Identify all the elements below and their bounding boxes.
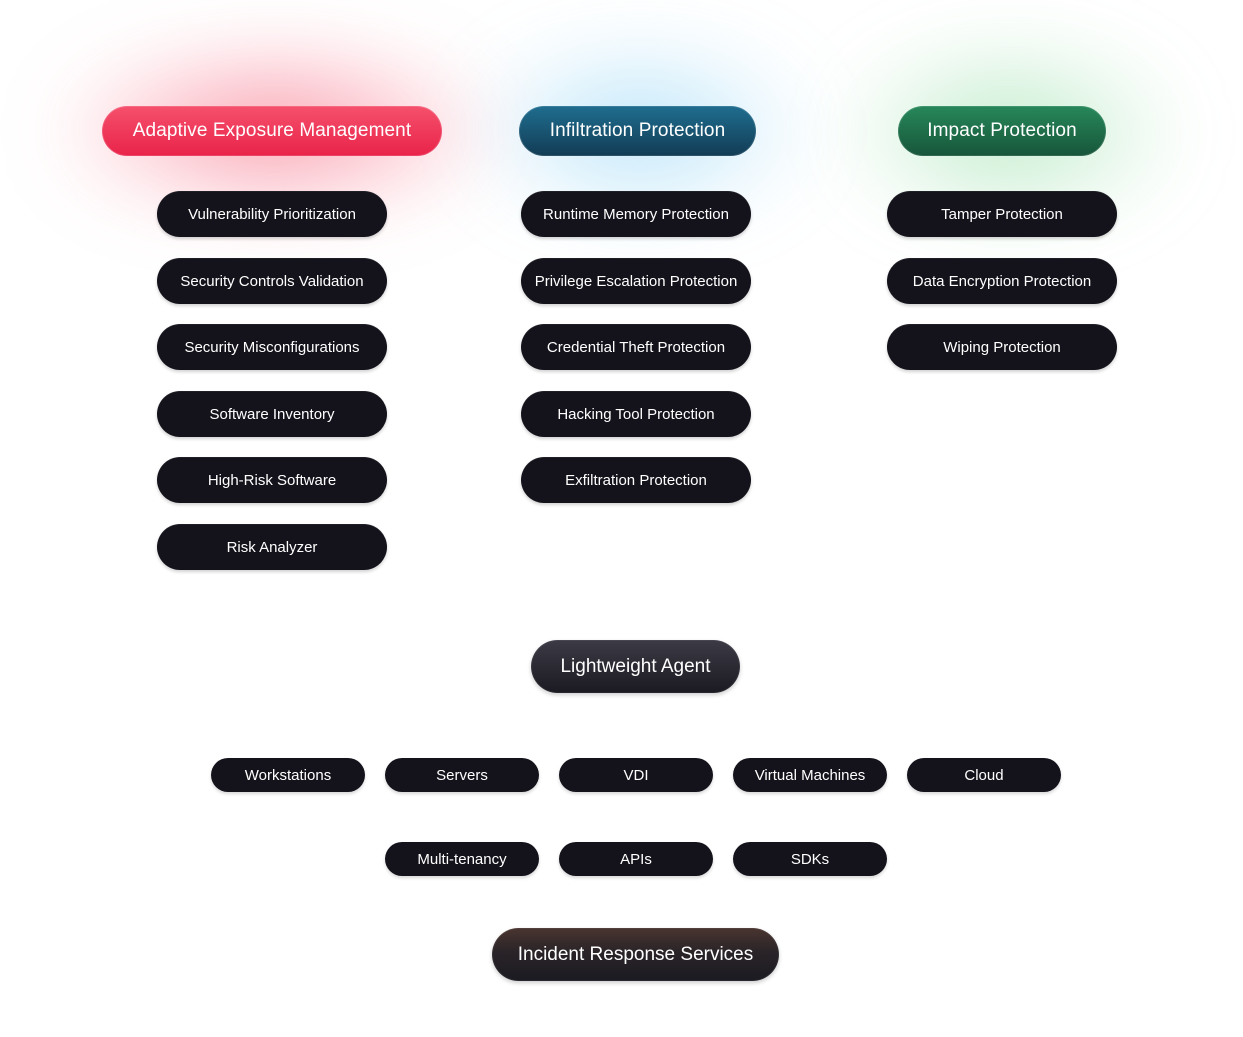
runtime-memory-protection-pill: Runtime Memory Protection (521, 191, 751, 237)
security-controls-validation-pill: Security Controls Validation (157, 258, 387, 304)
exfiltration-protection-pill: Exfiltration Protection (521, 457, 751, 503)
multi-tenancy-pill: Multi-tenancy (385, 842, 539, 876)
credential-theft-protection-pill: Credential Theft Protection (521, 324, 751, 370)
workstations-pill: Workstations (211, 758, 365, 792)
adaptive-exposure-management-header: Adaptive Exposure Management (102, 106, 442, 156)
risk-analyzer-pill: Risk Analyzer (157, 524, 387, 570)
infiltration-protection-header: Infiltration Protection (519, 106, 756, 156)
vulnerability-prioritization-pill: Vulnerability Prioritization (157, 191, 387, 237)
hacking-tool-protection-pill: Hacking Tool Protection (521, 391, 751, 437)
tamper-protection-pill: Tamper Protection (887, 191, 1117, 237)
lightweight-agent-pill: Lightweight Agent (531, 640, 740, 693)
virtual-machines-pill: Virtual Machines (733, 758, 887, 792)
software-inventory-pill: Software Inventory (157, 391, 387, 437)
sdks-pill: SDKs (733, 842, 887, 876)
impact-protection-header: Impact Protection (898, 106, 1106, 156)
cloud-pill: Cloud (907, 758, 1061, 792)
high-risk-software-pill: High-Risk Software (157, 457, 387, 503)
wiping-protection-pill: Wiping Protection (887, 324, 1117, 370)
data-encryption-protection-pill: Data Encryption Protection (887, 258, 1117, 304)
vdi-pill: VDI (559, 758, 713, 792)
servers-pill: Servers (385, 758, 539, 792)
privilege-escalation-protection-pill: Privilege Escalation Protection (521, 258, 751, 304)
apis-pill: APIs (559, 842, 713, 876)
incident-response-services-pill: Incident Response Services (492, 928, 779, 981)
security-misconfigurations-pill: Security Misconfigurations (157, 324, 387, 370)
